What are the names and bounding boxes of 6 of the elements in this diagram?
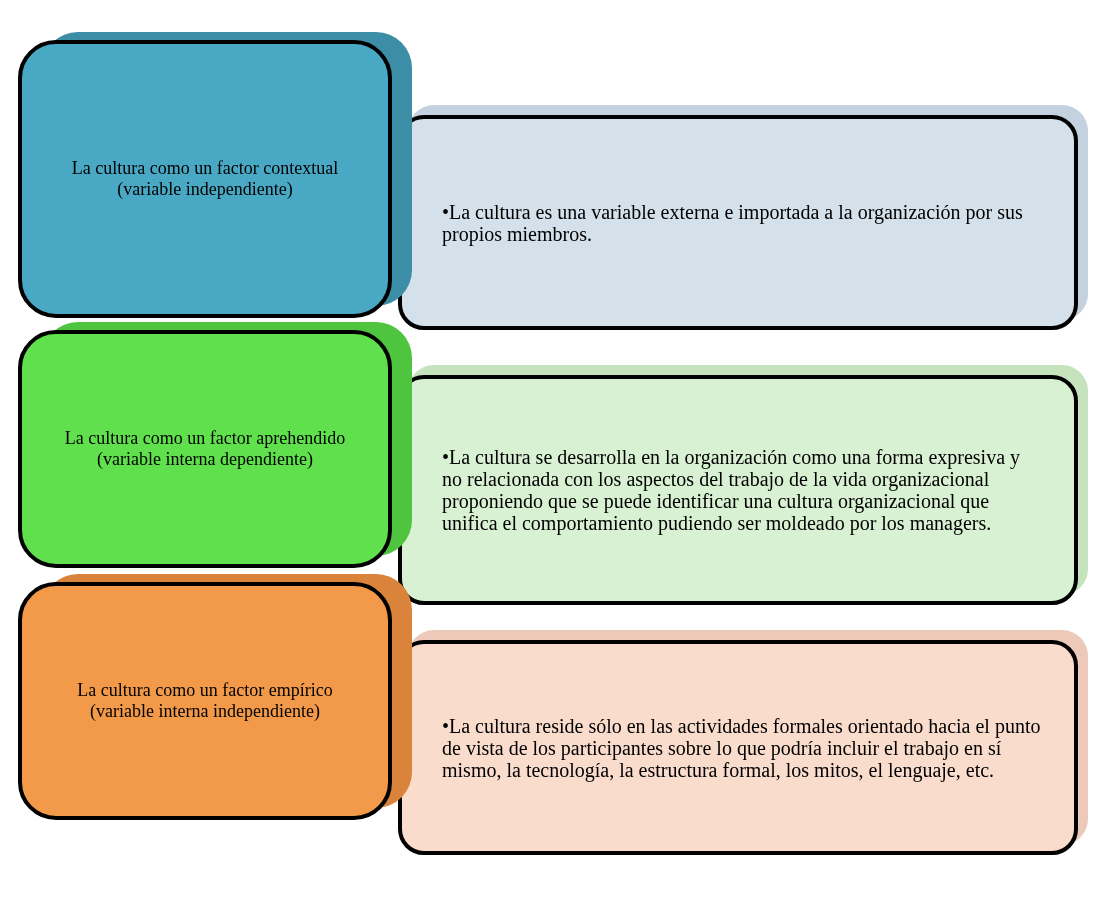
category-label: La cultura como un factor empírico (variable interna independiente) [76, 680, 334, 722]
category-label: La cultura como un factor contextual (variable independiente) [70, 158, 340, 200]
description-text: •La cultura reside sólo en las actividades formales orientado hacia el punto de vista de los participantes sobre lo que podría incluir el trabajo en sí mismo, la tecnología, la estructura formal, los mitos, el lenguaje, etc. [442, 714, 1042, 781]
description-text: •La cultura es una variable externa e importada a la organización por sus propios miembros. [442, 200, 1024, 245]
category-label: La cultura como un factor aprehendido (variable interna dependiente) [63, 428, 347, 470]
description-text: •La cultura se desarrolla en la organización como una forma expresiva y no relacionada con los aspectos del trabajo de la vida organizacional proponiendo que se puede identificar una cultura organizacional que unifica el comportamiento pudiendo ser moldeado por los managers. [442, 446, 1022, 534]
